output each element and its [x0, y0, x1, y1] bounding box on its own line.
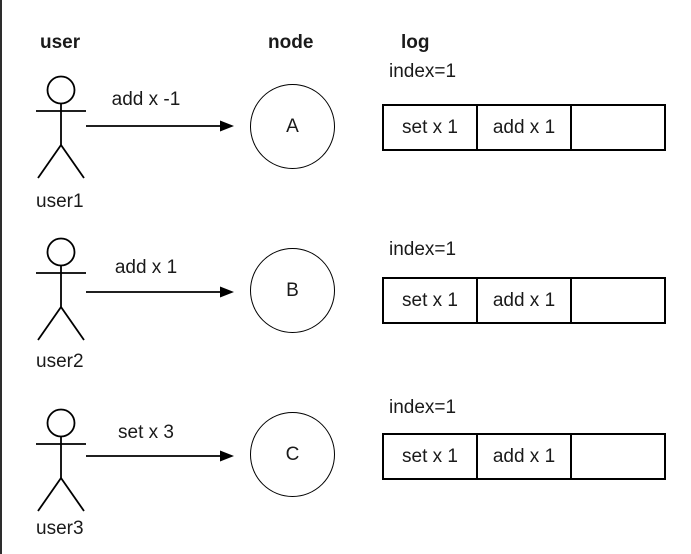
node-label: C	[285, 443, 300, 465]
log-cell: add x 1	[478, 435, 572, 478]
log-cell: set x 1	[384, 279, 478, 322]
log-cell	[572, 279, 664, 322]
log-table: set x 1 add x 1	[382, 104, 666, 151]
message-label: set x 3	[118, 422, 174, 443]
log-index-label: index=1	[389, 239, 457, 260]
node-circle: C	[250, 412, 335, 497]
log-index-label: index=1	[389, 61, 457, 82]
stick-figure-icon	[36, 408, 86, 512]
log-cell: add x 1	[478, 106, 572, 149]
header-user: user	[40, 32, 81, 53]
user-label: user1	[36, 191, 84, 212]
message-label: add x -1	[111, 89, 181, 110]
log-index-label: index=1	[389, 397, 457, 418]
user-label: user2	[36, 351, 84, 372]
message-label: add x 1	[114, 257, 178, 278]
log-cell: set x 1	[384, 435, 478, 478]
node-circle: B	[250, 248, 335, 333]
stick-figure-icon	[36, 237, 86, 341]
request-arrow-icon	[86, 450, 234, 462]
node-label: B	[286, 279, 299, 301]
page-edge-line	[0, 0, 2, 554]
header-log: log	[401, 32, 430, 53]
request-arrow-icon	[86, 286, 234, 298]
log-cell: set x 1	[384, 106, 478, 149]
node-label: A	[286, 115, 299, 137]
log-cell	[572, 435, 664, 478]
stick-figure-icon	[36, 75, 86, 179]
log-cell: add x 1	[478, 279, 572, 322]
node-circle: A	[250, 84, 335, 169]
request-arrow-icon	[86, 120, 234, 132]
header-node: node	[268, 32, 314, 53]
log-cell	[572, 106, 664, 149]
log-table: set x 1 add x 1	[382, 277, 666, 324]
log-table: set x 1 add x 1	[382, 433, 666, 480]
user-label: user3	[36, 518, 84, 539]
